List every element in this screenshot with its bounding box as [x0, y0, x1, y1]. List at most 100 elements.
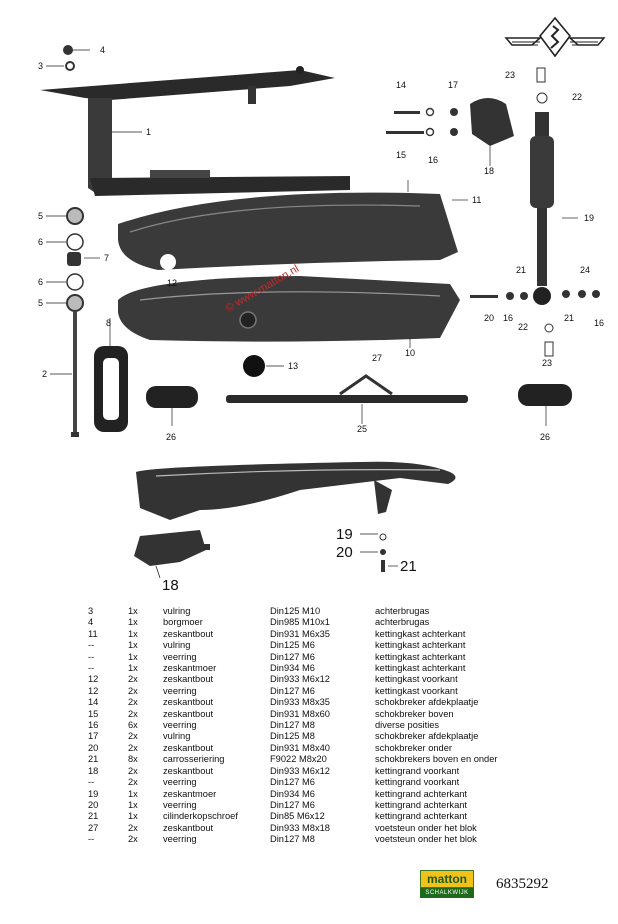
cell-ref: --: [88, 640, 95, 651]
cell-location: kettingkast achterkant: [375, 663, 466, 674]
cell-location: kettingrand voorkant: [375, 777, 460, 788]
cell-ref: 20: [88, 799, 99, 810]
cell-ref: --: [88, 777, 95, 788]
callout-number: 6: [38, 237, 43, 247]
callout-number: 21: [564, 313, 574, 323]
cell-location: kettingkast voorkant: [375, 685, 458, 696]
cell-name: zeskantbout: [163, 742, 214, 753]
callout-number: 21: [516, 265, 526, 275]
callout-number: 22: [518, 322, 528, 332]
cell-name: zeskantbout: [163, 765, 214, 776]
callout-number: 16: [594, 318, 604, 328]
chain-guard: [134, 461, 456, 579]
cell-norm: Din125 M10: [270, 606, 321, 616]
callout-number: 10: [405, 348, 415, 358]
cell-norm: Din125 M6: [270, 640, 315, 651]
footrest-bar: [226, 374, 468, 403]
callout-number: 26: [166, 432, 176, 442]
cell-name: veerring: [163, 685, 197, 696]
cell-name: cilinderkopschroef: [163, 811, 238, 822]
cell-norm: Din931 M6x35: [270, 628, 330, 639]
cell-qty: 2x: [128, 765, 138, 776]
cell-name: zeskantbout: [163, 674, 214, 685]
cell-location: voetsteun onder het blok: [375, 822, 477, 833]
cell-name: veerring: [163, 651, 197, 662]
cell-qty: 1x: [128, 663, 138, 674]
cell-qty: 2x: [128, 822, 138, 833]
cell-norm: F9022 M8x20: [270, 754, 327, 765]
cell-location: kettingkast voorkant: [375, 674, 458, 685]
callout-number: 5: [38, 298, 43, 308]
cell-qty: 2x: [128, 777, 138, 788]
callout-number: 15: [396, 150, 406, 160]
cell-qty: 1x: [128, 640, 138, 651]
callout-number: 19: [584, 213, 594, 223]
cell-ref: 27: [88, 822, 99, 833]
cell-qty: 2x: [128, 834, 138, 845]
callout-number: 2: [42, 369, 47, 379]
cell-ref: --: [88, 834, 95, 845]
cell-qty: 1x: [128, 628, 138, 639]
cell-norm: Din127 M8: [270, 834, 315, 845]
cell-qty: 2x: [128, 685, 138, 696]
callout-number: 18: [162, 577, 179, 594]
cell-qty: 6x: [128, 720, 138, 731]
callout-number: 16: [503, 313, 513, 323]
cell-ref: 12: [88, 685, 99, 696]
wings-emblem-icon: [504, 16, 606, 58]
cell-norm: Din127 M6: [270, 651, 315, 662]
cell-ref: 19: [88, 788, 99, 799]
cell-name: veerring: [163, 720, 197, 731]
cell-location: kettingrand voorkant: [375, 765, 460, 776]
cell-norm: Din933 M8x35: [270, 697, 330, 708]
cell-qty: 1x: [128, 606, 138, 616]
footrest-rubber: [518, 384, 572, 406]
cell-name: zeskantmoer: [163, 788, 217, 799]
callout-number: 27: [372, 353, 382, 363]
callout-number: 23: [505, 70, 515, 80]
ring-icon: [66, 233, 84, 251]
callout-number: 17: [448, 80, 458, 90]
bushing-icon: [66, 294, 84, 312]
cell-qty: 1x: [128, 788, 138, 799]
shock-absorber: [530, 67, 554, 357]
cell-qty: 2x: [128, 742, 138, 753]
cell-name: zeskantbout: [163, 697, 214, 708]
cell-qty: 1x: [128, 799, 138, 810]
shock-cover: [470, 98, 514, 146]
swing-arm: [40, 66, 350, 196]
footrest-rubber: [146, 386, 198, 408]
cell-location: achterbrugas: [375, 606, 430, 616]
cell-qty: 2x: [128, 674, 138, 685]
callout-number: 20: [484, 313, 494, 323]
callout-number: 24: [580, 265, 590, 275]
washer-icon: [65, 61, 75, 71]
cell-qty: 2x: [128, 731, 138, 742]
cell-norm: Din85 M6x12: [270, 811, 325, 822]
callout-number: 3: [38, 61, 43, 71]
cell-ref: --: [88, 663, 95, 674]
callout-number: 26: [540, 432, 550, 442]
document-number: 6835292: [496, 876, 549, 892]
cell-name: zeskantbout: [163, 822, 214, 833]
cell-norm: Din933 M6x12: [270, 674, 330, 685]
callout-number: 1: [146, 127, 151, 137]
cell-name: zeskantbout: [163, 708, 214, 719]
cell-name: vulring: [163, 606, 191, 616]
callout-number: 6: [38, 277, 43, 287]
cell-ref: 3: [88, 606, 94, 616]
cell-location: kettingkast achterkant: [375, 640, 466, 651]
